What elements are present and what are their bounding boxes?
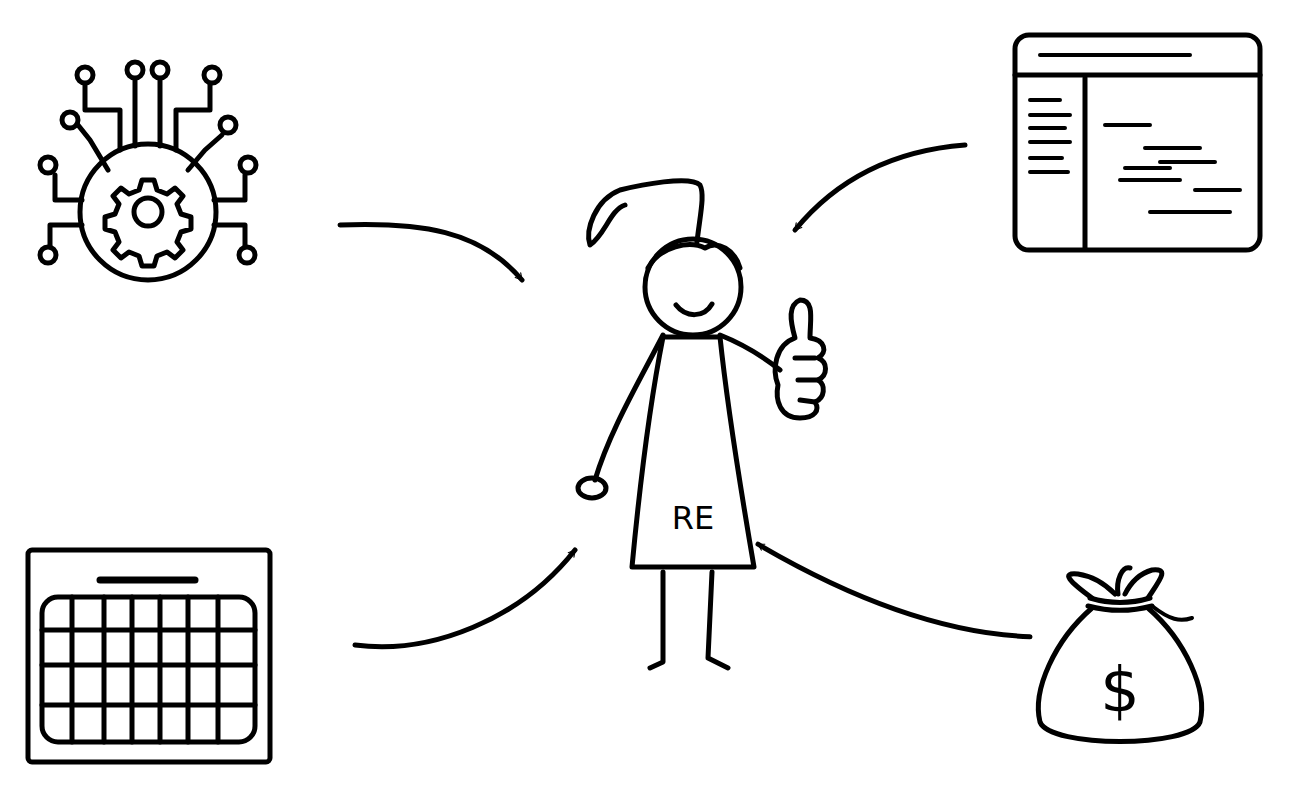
- money-bag: $: [1030, 560, 1210, 752]
- arrow-line: [340, 224, 522, 280]
- dress-shape-outline: [628, 333, 758, 573]
- node-text: RE: [672, 499, 714, 537]
- stick-figure: [578, 181, 826, 668]
- arrow-line: [355, 550, 575, 647]
- arrow-line: [795, 145, 965, 230]
- arrow-connector: [758, 544, 1030, 637]
- chip-icon: [40, 62, 256, 280]
- calendar-icon: [28, 550, 270, 762]
- node-text: $: [1100, 653, 1139, 726]
- dress-shape: RE: [628, 333, 758, 573]
- code-window-icon: [1015, 35, 1260, 250]
